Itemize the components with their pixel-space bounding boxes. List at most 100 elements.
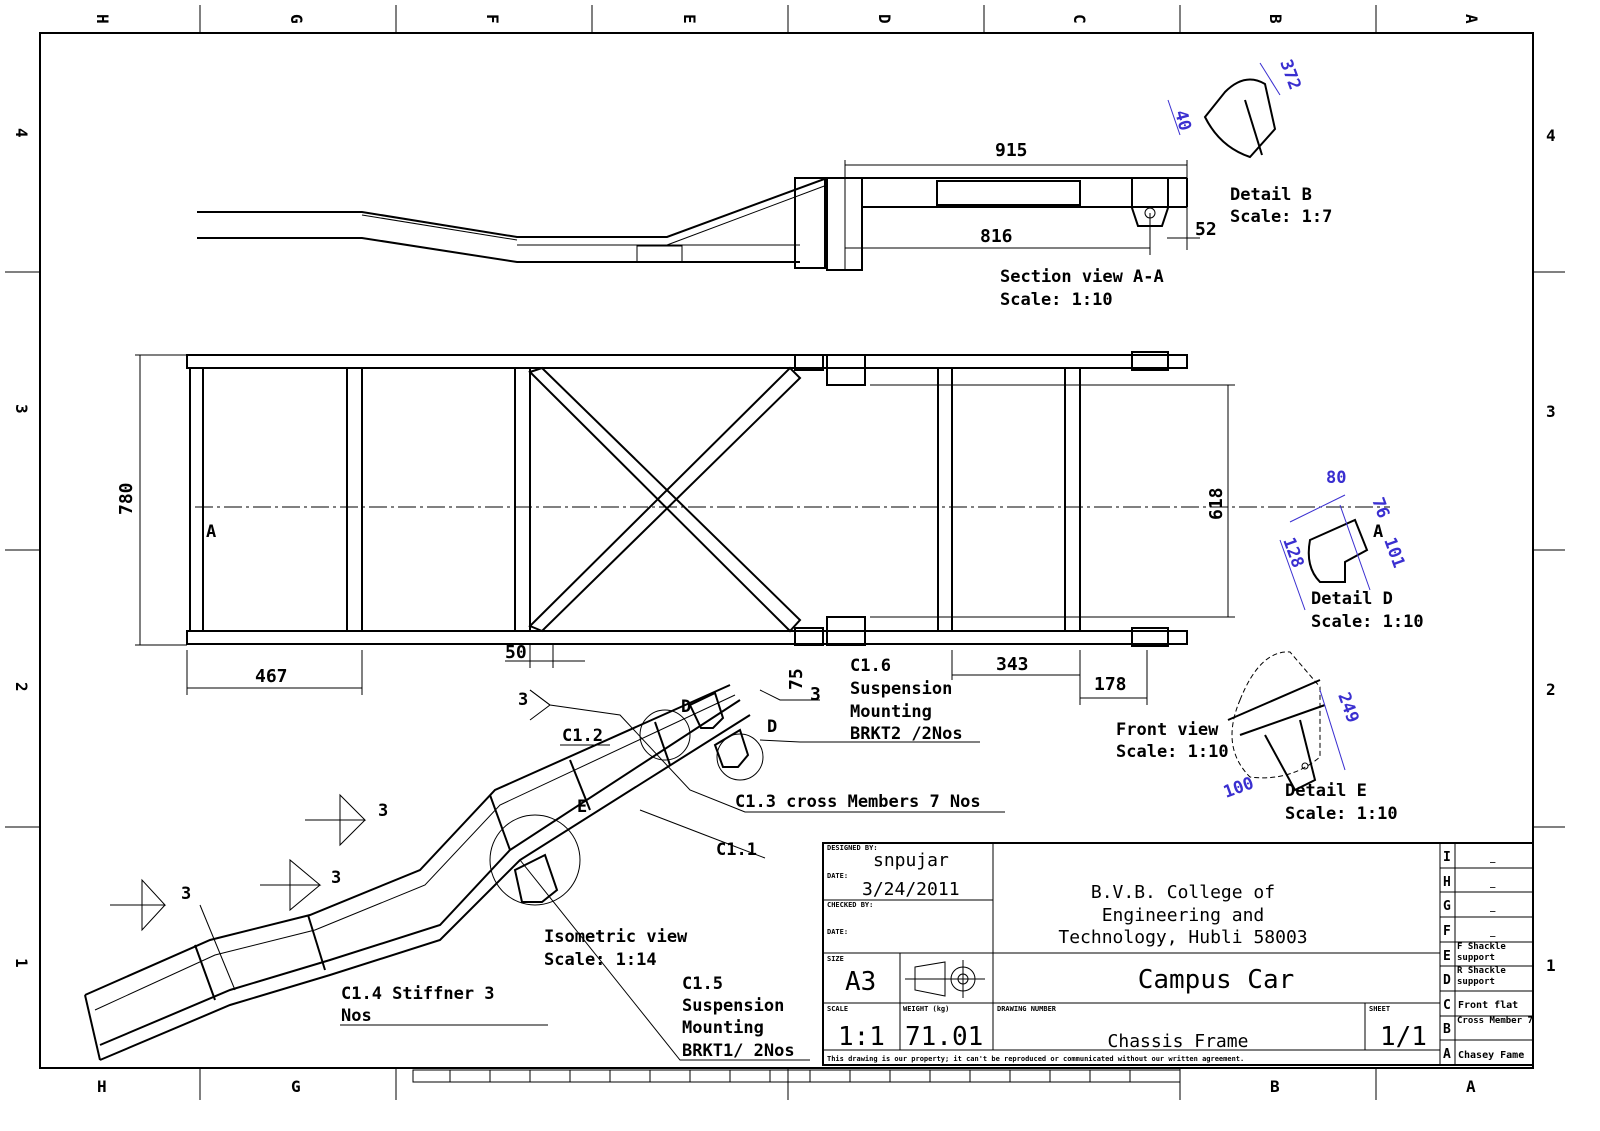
callout-c12: C1.2 bbox=[562, 726, 603, 746]
detail-b-scale: Scale: 1:7 bbox=[1230, 207, 1332, 227]
dimension-52: 52 bbox=[1195, 219, 1217, 240]
front-view-scale: Scale: 1:10 bbox=[1116, 742, 1229, 762]
zone-col-label: G bbox=[287, 14, 306, 24]
callout-c16-line2: Suspension bbox=[850, 679, 952, 699]
section-view-scale: Scale: 1:10 bbox=[1000, 290, 1113, 310]
dimension-618: 618 bbox=[1206, 487, 1227, 520]
revision-letter: G bbox=[1443, 899, 1451, 914]
zone-col-label: C bbox=[1070, 14, 1089, 24]
dimension-816: 816 bbox=[980, 226, 1013, 247]
detail-d-dim-80: 80 bbox=[1326, 468, 1346, 488]
section-mark-left: A bbox=[206, 522, 216, 542]
dimension-178: 178 bbox=[1094, 674, 1127, 695]
drawing-number-label: DRAWING NUMBER bbox=[997, 1005, 1057, 1013]
checked-date-label: DATE: bbox=[827, 928, 848, 936]
detail-b-dim-40: 40 bbox=[1170, 108, 1195, 133]
revision-letter: E bbox=[1443, 949, 1451, 964]
zone-col-label: F bbox=[483, 14, 502, 24]
zone-col-label: H bbox=[97, 1077, 107, 1096]
zone-row-label: 4 bbox=[12, 128, 31, 138]
ownership-footer: This drawing is our property; it can't b… bbox=[827, 1055, 1244, 1063]
size-label: SIZE bbox=[827, 955, 844, 963]
callout-c16-line1: C1.6 bbox=[850, 656, 891, 676]
drawing-scale: 1:1 bbox=[838, 1022, 885, 1052]
callout-c15-line1: C1.5 bbox=[682, 974, 723, 994]
dimension-780: 780 bbox=[116, 482, 137, 515]
callout-c14-line1: C1.4 Stiffner 3 bbox=[341, 984, 495, 1004]
detail-mark-d: D bbox=[767, 717, 777, 737]
detail-d-title: Detail D bbox=[1311, 589, 1393, 609]
callout-c15-line3: Mounting bbox=[682, 1018, 764, 1038]
revision-text: _ bbox=[1490, 903, 1496, 913]
checked-by-label: CHECKED BY: bbox=[827, 901, 873, 909]
date-label: DATE: bbox=[827, 872, 848, 880]
weight-label: WEIGHT (kg) bbox=[903, 1005, 949, 1013]
callout-c16-line4: BRKT2 /2Nos bbox=[850, 724, 963, 744]
zone-col-label: H bbox=[93, 14, 112, 24]
revision-letter: I bbox=[1443, 850, 1451, 865]
dimension-50: 50 bbox=[505, 642, 527, 663]
zone-row-label: 2 bbox=[12, 682, 31, 692]
design-date: 3/24/2011 bbox=[862, 879, 960, 900]
zone-col-label: B bbox=[1266, 14, 1285, 24]
zone-row-label: 4 bbox=[1546, 126, 1556, 145]
designed-by-label: DESIGNED BY: bbox=[827, 844, 878, 852]
detail-d-dim-76: 76 bbox=[1367, 495, 1393, 521]
detail-d-dim-101: 101 bbox=[1379, 535, 1408, 571]
isometric-title: Isometric view bbox=[544, 927, 688, 947]
zone-row-label: 2 bbox=[1546, 680, 1556, 699]
zone-labels-left: 4 3 2 1 bbox=[12, 128, 31, 968]
detail-d-scale: Scale: 1:10 bbox=[1311, 612, 1424, 632]
detail-e-title: Detail E bbox=[1285, 781, 1367, 801]
revision-letter: H bbox=[1443, 875, 1451, 890]
detail-e-dim-100: 100 bbox=[1221, 773, 1257, 802]
zone-col-label: G bbox=[291, 1077, 301, 1096]
revision-text: Cross Member 7 bbox=[1457, 1016, 1533, 1026]
project-name: Campus Car bbox=[1138, 965, 1295, 995]
weld-size: 3 bbox=[810, 684, 821, 705]
projection-symbol-icon bbox=[905, 960, 985, 998]
zone-row-label: 3 bbox=[12, 404, 31, 414]
callout-c15-line2: Suspension bbox=[682, 996, 784, 1016]
weld-label: 3 bbox=[181, 884, 191, 904]
title-block bbox=[822, 842, 1534, 1066]
revision-letter: D bbox=[1443, 973, 1451, 988]
revision-letter: A bbox=[1443, 1047, 1451, 1062]
dimension-467: 467 bbox=[255, 666, 288, 687]
weight-value: 71.01 bbox=[905, 1022, 983, 1052]
callout-c15-line4: BRKT1/ 2Nos bbox=[682, 1041, 795, 1061]
section-view-geometry bbox=[197, 160, 1200, 271]
top-view-geometry bbox=[135, 351, 1390, 705]
zone-col-label: D bbox=[875, 14, 894, 24]
detail-b-geometry bbox=[1167, 62, 1281, 159]
dimension-343: 343 bbox=[996, 654, 1029, 675]
zone-col-label: B bbox=[1270, 1077, 1280, 1096]
revision-text: _ bbox=[1490, 879, 1496, 889]
institution-line2: Engineering and bbox=[1102, 905, 1265, 926]
zone-col-label: A bbox=[1462, 14, 1481, 24]
sheet-label: SHEET bbox=[1369, 1005, 1390, 1013]
section-view-title: Section view A-A bbox=[1000, 267, 1164, 287]
isometric-geometry bbox=[84, 684, 1005, 1061]
institution-line3: Technology, Hubli 58003 bbox=[1058, 927, 1307, 948]
sheet-size: A3 bbox=[845, 967, 876, 997]
drawing-number: Chassis Frame bbox=[1108, 1031, 1249, 1052]
dimension-75: 75 bbox=[786, 668, 807, 690]
zone-row-label: 3 bbox=[1546, 402, 1556, 421]
weld-symbols bbox=[110, 689, 820, 932]
zone-row-label: 1 bbox=[12, 958, 31, 968]
weld-label: 3 bbox=[331, 868, 341, 888]
revision-letter: C bbox=[1443, 998, 1451, 1013]
detail-mark-e: E bbox=[577, 797, 587, 817]
callout-c13: C1.3 cross Members 7 Nos bbox=[735, 792, 981, 812]
detail-e-dim-249: 249 bbox=[1333, 690, 1362, 726]
callout-c16-line3: Mounting bbox=[850, 702, 932, 722]
detail-d-dim-128: 128 bbox=[1278, 535, 1307, 571]
designed-by: snpujar bbox=[873, 850, 949, 871]
zone-col-label: E bbox=[680, 14, 699, 24]
revision-text: _ bbox=[1490, 928, 1496, 938]
revision-table: I _ H _ G _ F _ E F Shackle support D R … bbox=[1443, 850, 1533, 1062]
revision-text: _ bbox=[1490, 854, 1496, 864]
revision-letter: F bbox=[1443, 924, 1451, 939]
